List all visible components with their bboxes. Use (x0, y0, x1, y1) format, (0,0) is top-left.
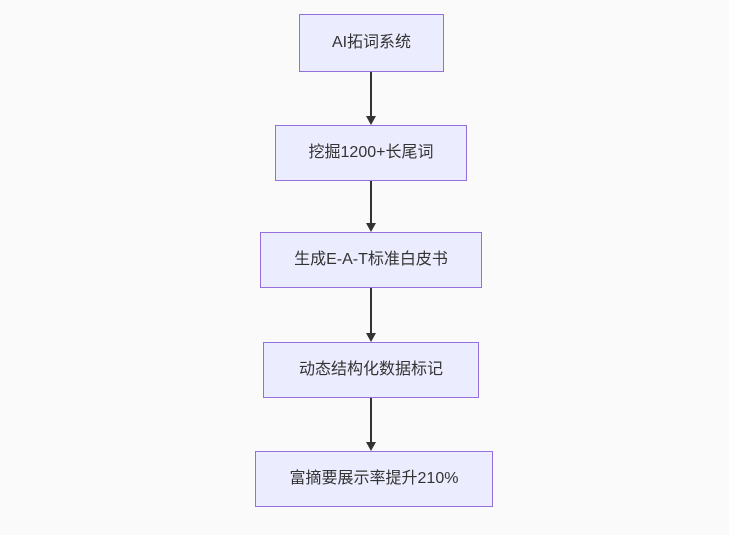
flow-node-structured-data-markup: 动态结构化数据标记 (263, 342, 479, 398)
arrowhead-down-icon (366, 223, 376, 232)
flow-node-rich-snippet-result: 富摘要展示率提升210% (255, 451, 493, 507)
arrowhead-down-icon (366, 116, 376, 125)
flow-arrow-3 (366, 288, 376, 342)
flow-node-label: 富摘要展示率提升210% (289, 470, 459, 488)
flow-node-label: 生成E-A-T标准白皮书 (294, 251, 448, 269)
flow-node-ai-word-expansion: AI拓词系统 (299, 14, 444, 72)
flow-arrow-4 (366, 398, 376, 451)
flow-node-longtail-mining: 挖掘1200+长尾词 (275, 125, 467, 181)
flow-node-label: AI拓词系统 (331, 34, 412, 52)
arrowhead-down-icon (366, 442, 376, 451)
flow-node-label: 挖掘1200+长尾词 (308, 144, 434, 162)
flow-node-label: 动态结构化数据标记 (298, 361, 443, 379)
arrowhead-down-icon (366, 333, 376, 342)
flow-arrow-1 (366, 72, 376, 125)
flow-arrow-2 (366, 181, 376, 232)
flow-node-eat-whitepaper: 生成E-A-T标准白皮书 (260, 232, 482, 288)
